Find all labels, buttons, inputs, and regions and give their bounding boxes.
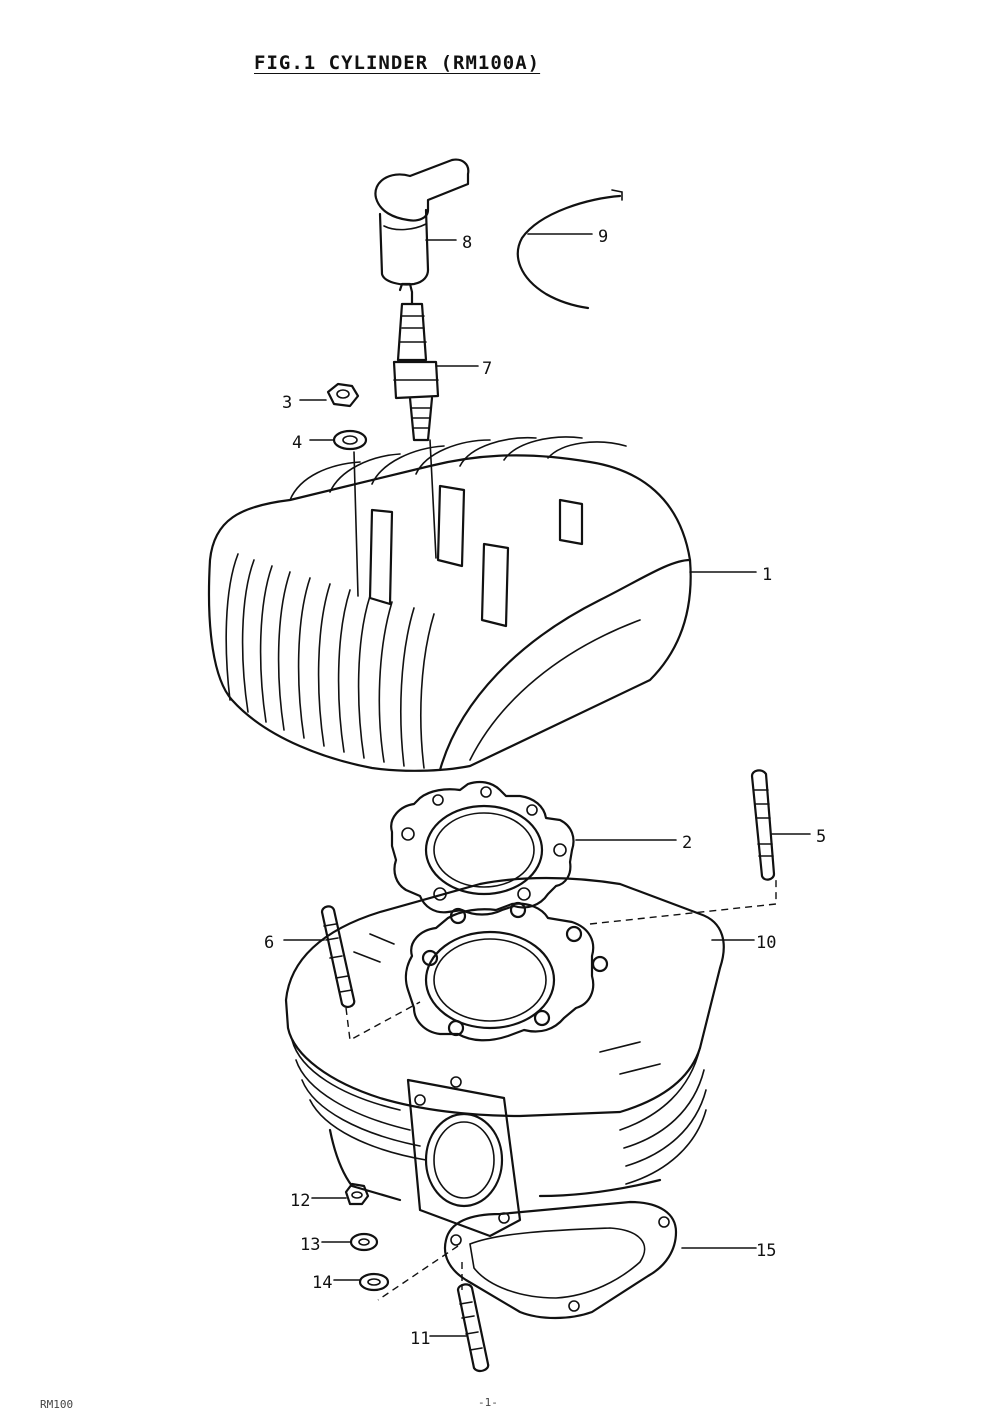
stud-bolt-6-drawing	[320, 905, 421, 1042]
cylinder-head-drawing	[207, 436, 692, 772]
head-nut-drawing	[326, 382, 360, 408]
washer-14-drawing	[358, 1272, 390, 1292]
callout-11: 11	[410, 1329, 430, 1349]
callout-1: 1	[762, 565, 772, 585]
figure-title: FIG.1 CYLINDER (RM100A)	[254, 52, 541, 74]
callout-labels: 1 2 3 4 5 6 7 8 9 10 11 12 13	[264, 227, 826, 1349]
spark-plug-cap-drawing	[374, 158, 470, 286]
stud-11-drawing	[456, 1283, 490, 1373]
clip-drawing	[516, 189, 623, 310]
callout-3: 3	[282, 393, 292, 413]
footer-model-code: RM100	[40, 1398, 74, 1411]
callout-10: 10	[756, 933, 776, 953]
callout-2: 2	[682, 833, 692, 853]
callout-14: 14	[312, 1273, 332, 1293]
head-washer-drawing	[332, 429, 368, 451]
lock-washer-13-drawing	[349, 1232, 379, 1252]
head-gasket-drawing	[390, 780, 575, 916]
base-gasket-drawing	[377, 1200, 678, 1320]
callout-8: 8	[462, 233, 472, 253]
cylinder-drawing	[284, 876, 777, 1238]
stud-bolt-5-drawing	[750, 769, 776, 881]
spark-plug-drawing	[392, 282, 440, 442]
callout-9: 9	[598, 227, 608, 247]
callout-13: 13	[300, 1235, 320, 1255]
callout-4: 4	[292, 433, 302, 453]
callout-15: 15	[756, 1241, 776, 1261]
callout-5: 5	[816, 827, 826, 847]
callout-6: 6	[264, 933, 274, 953]
callout-12: 12	[290, 1191, 310, 1211]
nut-12-drawing	[344, 1182, 370, 1206]
footer-page-number: -1-	[478, 1396, 498, 1409]
callout-7: 7	[482, 359, 492, 379]
